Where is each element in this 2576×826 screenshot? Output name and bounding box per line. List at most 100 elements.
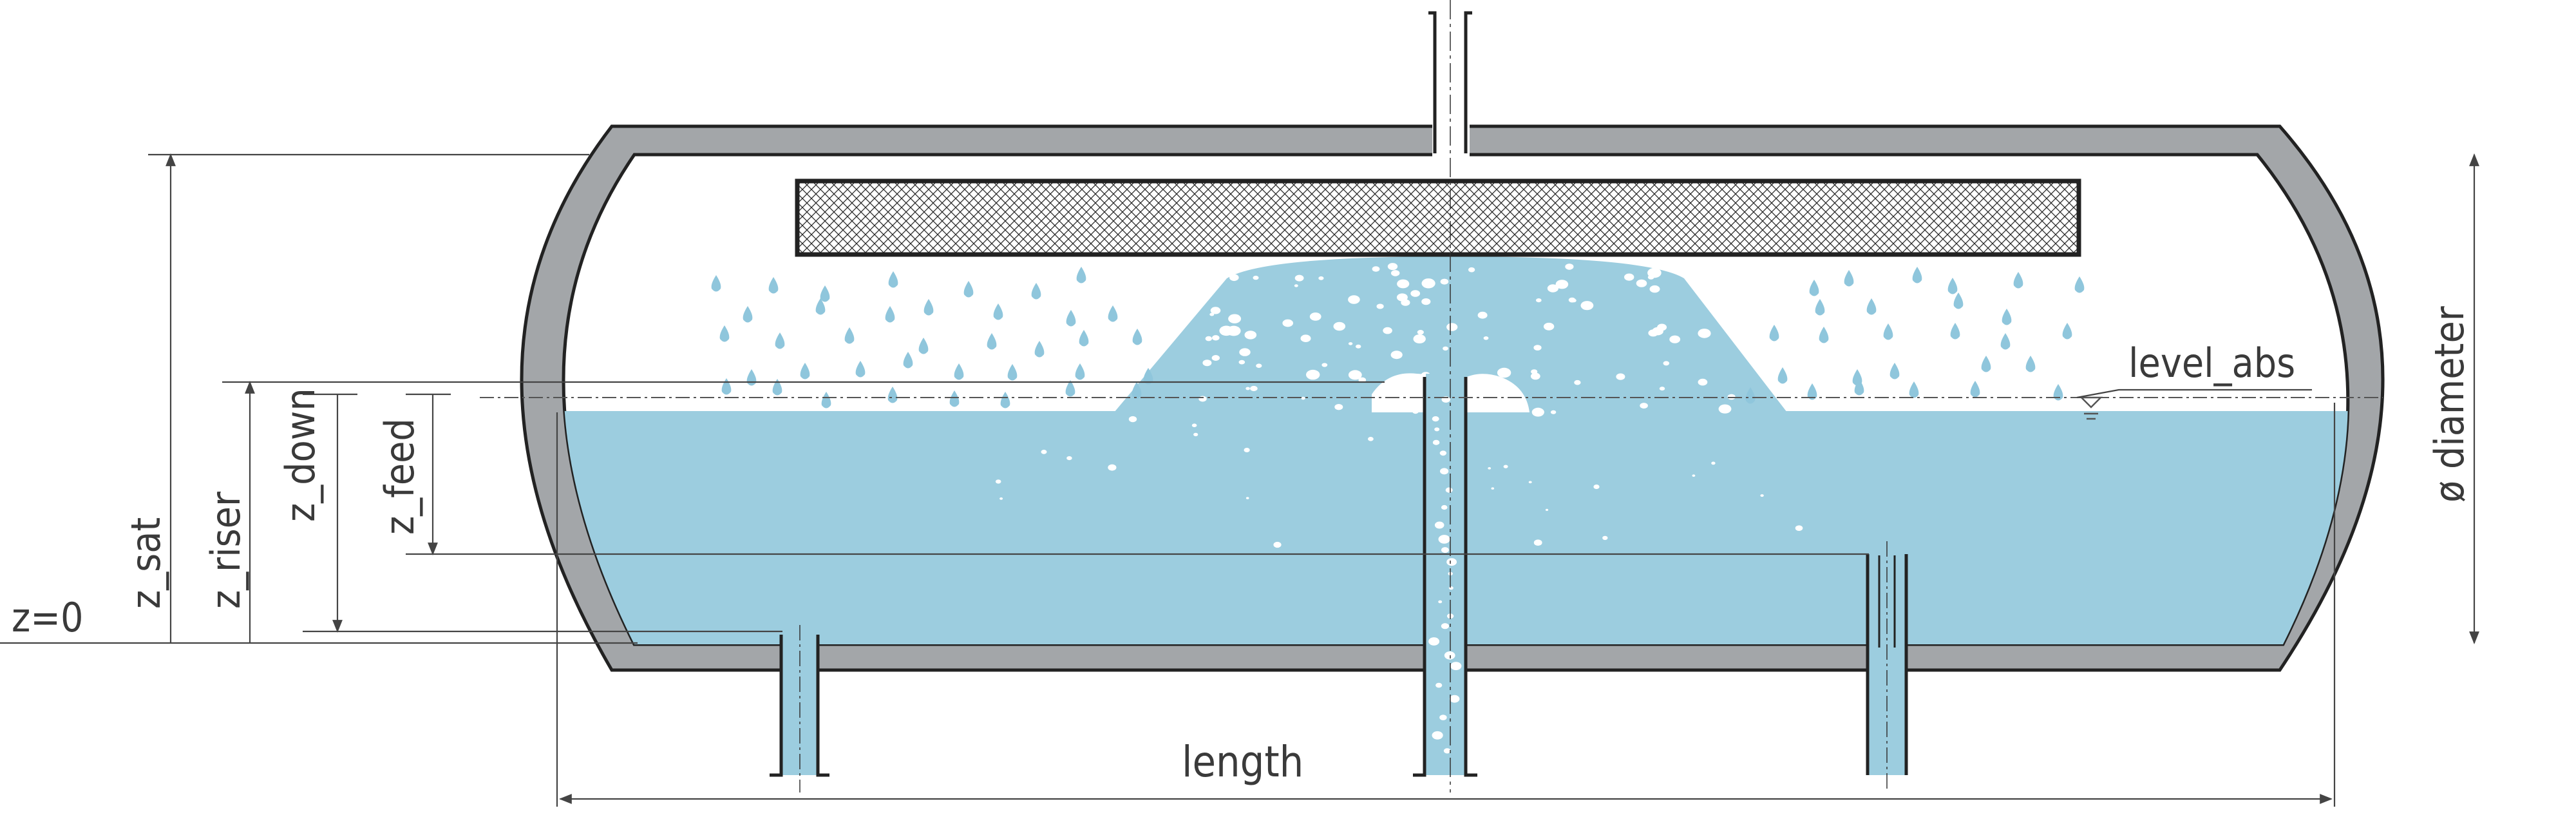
bubble bbox=[1636, 279, 1647, 287]
droplet bbox=[885, 306, 895, 323]
bubble bbox=[1211, 355, 1220, 361]
label-z0: z=0 bbox=[12, 594, 84, 641]
bubble bbox=[1348, 295, 1360, 304]
droplet bbox=[1745, 387, 1756, 404]
droplet bbox=[1883, 323, 1893, 340]
droplet bbox=[888, 271, 898, 288]
droplet bbox=[1807, 383, 1817, 400]
bubble bbox=[1533, 539, 1542, 546]
bubble bbox=[1602, 535, 1608, 541]
bubble bbox=[1210, 307, 1221, 314]
bubble bbox=[1428, 637, 1440, 646]
bubble bbox=[1440, 468, 1449, 475]
bubble bbox=[1198, 396, 1207, 402]
feed-nozzle bbox=[1866, 541, 1908, 792]
bubble bbox=[1205, 336, 1213, 341]
droplet bbox=[855, 361, 866, 378]
droplet bbox=[954, 363, 964, 380]
droplet bbox=[1066, 310, 1076, 327]
droplet bbox=[963, 281, 974, 298]
bubble bbox=[1432, 439, 1440, 445]
droplet bbox=[1889, 363, 1900, 379]
bubble bbox=[1356, 344, 1361, 349]
bubble bbox=[1238, 360, 1245, 365]
bubble bbox=[995, 479, 1001, 484]
bubble bbox=[1547, 284, 1558, 293]
bubble bbox=[1443, 748, 1451, 754]
bubble bbox=[1066, 456, 1072, 461]
bubble bbox=[1348, 370, 1362, 380]
label-z-riser: z_riser bbox=[202, 492, 249, 609]
bubble bbox=[1191, 423, 1197, 427]
bubble bbox=[1228, 314, 1242, 323]
bubble bbox=[1108, 464, 1117, 471]
bubble bbox=[1294, 274, 1304, 282]
top-vent-pipe bbox=[1428, 11, 1472, 153]
bubble bbox=[1497, 367, 1511, 378]
droplet bbox=[1000, 392, 1010, 408]
bubble bbox=[1209, 312, 1215, 316]
bubble bbox=[1398, 297, 1403, 300]
bubble bbox=[1439, 715, 1447, 720]
bubble bbox=[1439, 450, 1447, 456]
bubble bbox=[1256, 363, 1262, 368]
bubble bbox=[1333, 322, 1346, 331]
droplet bbox=[815, 298, 826, 315]
downcomer-nozzle bbox=[770, 625, 829, 792]
bubble bbox=[1555, 280, 1569, 289]
bubble bbox=[1421, 278, 1435, 289]
bubble bbox=[1245, 387, 1250, 390]
bubble bbox=[1536, 298, 1542, 303]
bubble bbox=[1041, 450, 1047, 454]
bubble bbox=[1306, 369, 1320, 380]
label-z-down: z_down bbox=[277, 388, 324, 522]
bubble bbox=[1294, 284, 1298, 287]
droplet bbox=[1079, 330, 1089, 347]
bubble bbox=[1282, 319, 1293, 327]
droplet bbox=[1065, 380, 1075, 397]
top-vent-gap bbox=[1432, 116, 1470, 158]
bubble bbox=[1657, 323, 1667, 331]
droplet bbox=[1909, 381, 1919, 398]
bubble bbox=[1640, 403, 1648, 409]
droplet bbox=[2053, 384, 2063, 401]
bubble bbox=[1698, 329, 1711, 338]
bubble bbox=[1565, 264, 1574, 270]
bubble bbox=[1580, 301, 1594, 311]
liquid-region bbox=[564, 256, 2348, 644]
droplet bbox=[1970, 381, 1980, 398]
droplet bbox=[2062, 323, 2072, 340]
droplet bbox=[772, 379, 782, 396]
bubble bbox=[1397, 279, 1410, 289]
droplet bbox=[821, 392, 831, 408]
bubble bbox=[1446, 323, 1458, 331]
droplet bbox=[1854, 379, 1864, 396]
bubble bbox=[1202, 360, 1212, 367]
bubble bbox=[1659, 387, 1665, 391]
bubble bbox=[1647, 274, 1654, 280]
bubble bbox=[1193, 432, 1198, 437]
droplet bbox=[743, 306, 753, 323]
bubble bbox=[1432, 731, 1443, 740]
bubble bbox=[1434, 521, 1444, 529]
bubble bbox=[1387, 263, 1398, 271]
bubble bbox=[1450, 662, 1462, 671]
droplet bbox=[1034, 341, 1045, 358]
bubble bbox=[1795, 525, 1803, 531]
bubble bbox=[1376, 303, 1384, 309]
riser-nozzle bbox=[1413, 374, 1477, 777]
bubble bbox=[1444, 651, 1455, 660]
bubble bbox=[1383, 327, 1392, 334]
bubble bbox=[1441, 547, 1449, 553]
droplet bbox=[918, 338, 929, 354]
droplet bbox=[820, 285, 830, 302]
bubble bbox=[1550, 410, 1557, 414]
bubble bbox=[1669, 335, 1681, 343]
bubble bbox=[1273, 541, 1282, 548]
bubble bbox=[1219, 325, 1233, 336]
droplet bbox=[768, 277, 779, 294]
droplet bbox=[2000, 333, 2011, 350]
bubble bbox=[1443, 346, 1448, 351]
droplet bbox=[1108, 305, 1118, 322]
